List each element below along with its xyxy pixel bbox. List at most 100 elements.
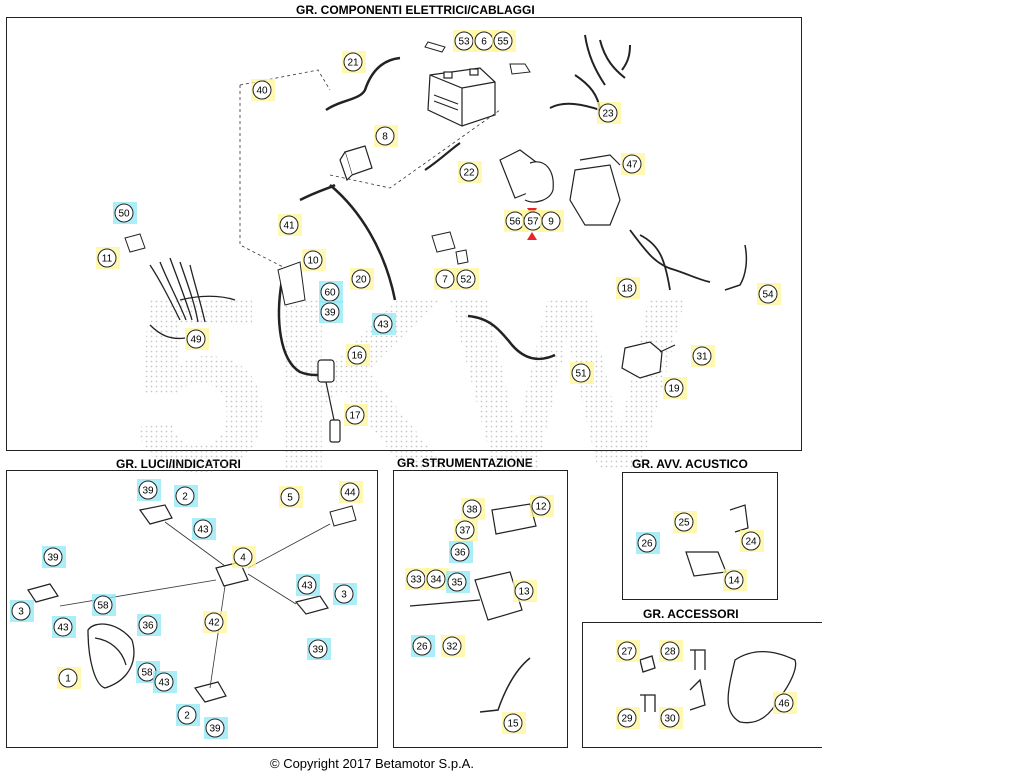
callout-39: 39 [204, 717, 228, 739]
callout-number: 37 [459, 526, 471, 537]
callout-number: 27 [621, 647, 633, 658]
callout-number: 33 [410, 575, 422, 586]
panel-instruments [393, 470, 568, 748]
section-title-horn: GR. AVV. ACUSTICO [632, 457, 748, 471]
panel-accessories [582, 622, 822, 748]
battery-cable-part [325, 56, 401, 112]
callout-54: 54 [757, 283, 781, 305]
callout-21: 21 [342, 51, 366, 73]
callout-5: 5 [279, 486, 303, 508]
callout-17: 17 [344, 404, 368, 426]
callout-32: 32 [441, 635, 465, 657]
callout-number: 1 [65, 674, 71, 685]
callout-number: 43 [377, 320, 389, 331]
callout-number: 6 [481, 37, 487, 48]
callout-25: 25 [673, 511, 697, 533]
callout-15: 15 [502, 712, 526, 734]
callout-number: 58 [97, 601, 109, 612]
callout-number: 43 [301, 581, 313, 592]
callout-number: 18 [621, 284, 633, 295]
callout-number: 43 [197, 525, 209, 536]
ignition-module-part [621, 341, 676, 379]
callout-55: 55 [492, 30, 516, 52]
callout-27: 27 [616, 640, 640, 662]
panel-horn [622, 472, 778, 600]
callout-39: 39 [307, 638, 331, 660]
callout-number: 43 [158, 678, 170, 689]
callout-number: 39 [312, 645, 324, 656]
callout-58: 58 [92, 594, 116, 616]
callout-number: 39 [324, 308, 336, 319]
callout-39: 39 [42, 546, 66, 568]
callout-20: 20 [350, 268, 374, 290]
callout-number: 39 [142, 486, 154, 497]
callout-24: 24 [740, 530, 764, 552]
callout-43: 43 [153, 671, 177, 693]
starter-relay-part [339, 145, 373, 182]
callout-number: 49 [190, 335, 202, 346]
horn-wiring-part [549, 34, 631, 112]
callout-number: 34 [430, 575, 442, 586]
ignition-coil-part [317, 359, 341, 443]
handlebar-harness-part [629, 229, 711, 291]
callout-26: 26 [636, 532, 660, 554]
callout-number: 60 [324, 288, 336, 299]
callout-number: 56 [509, 217, 521, 228]
section-title-lights: GR. LUCI/INDICATORI [116, 457, 241, 471]
callout-number: 51 [575, 369, 587, 380]
battery-part [427, 67, 496, 127]
callout-number: 26 [641, 539, 653, 550]
callout-35: 35 [446, 571, 470, 593]
callout-number: 26 [416, 642, 428, 653]
callout-44: 44 [339, 481, 363, 503]
callout-26: 26 [411, 635, 435, 657]
callout-31: 31 [691, 345, 715, 367]
callout-36: 36 [449, 541, 473, 563]
headlight-part [87, 623, 135, 689]
callout-number: 12 [535, 502, 547, 513]
callout-12: 12 [530, 495, 554, 517]
callout-number: 23 [602, 109, 614, 120]
callout-number: 40 [256, 86, 268, 97]
callout-8: 8 [374, 125, 398, 147]
callout-29: 29 [616, 707, 640, 729]
callout-number: 16 [351, 351, 363, 362]
callout-number: 28 [664, 647, 676, 658]
callout-18: 18 [616, 277, 640, 299]
callout-46: 46 [773, 692, 797, 714]
breather-hose-part [467, 314, 556, 361]
callout-16: 16 [346, 344, 370, 366]
callout-34: 34 [425, 568, 449, 590]
callout-2: 2 [174, 485, 198, 507]
callout-36: 36 [137, 614, 161, 636]
callout-number: 54 [762, 290, 774, 301]
callout-40: 40 [251, 79, 275, 101]
callout-number: 46 [778, 699, 790, 710]
callout-number: 8 [382, 132, 388, 143]
relay-cable-part [424, 142, 461, 171]
relay-flasher-part [329, 505, 357, 527]
section-title-instruments: GR. STRUMENTAZIONE [397, 456, 533, 470]
callout-number: 31 [696, 352, 708, 363]
callout-number: 5 [287, 493, 293, 504]
callout-number: 39 [209, 724, 221, 735]
callout-49: 49 [185, 328, 209, 350]
callout-number: 43 [57, 623, 69, 634]
callout-number: 32 [446, 642, 458, 653]
callout-2: 2 [176, 704, 200, 726]
callout-number: 39 [47, 553, 59, 564]
callout-number: 4 [240, 553, 246, 564]
callout-number: 47 [626, 160, 638, 171]
callout-number: 3 [341, 590, 347, 601]
callout-number: 58 [141, 668, 153, 679]
callout-30: 30 [659, 707, 683, 729]
ecu-connector-part [431, 231, 469, 265]
callout-number: 50 [118, 209, 130, 220]
callout-number: 2 [184, 711, 190, 722]
callout-23: 23 [597, 102, 621, 124]
callout-number: 9 [548, 217, 554, 228]
instrument-bracket-part [479, 657, 531, 713]
callout-1: 1 [57, 667, 81, 689]
